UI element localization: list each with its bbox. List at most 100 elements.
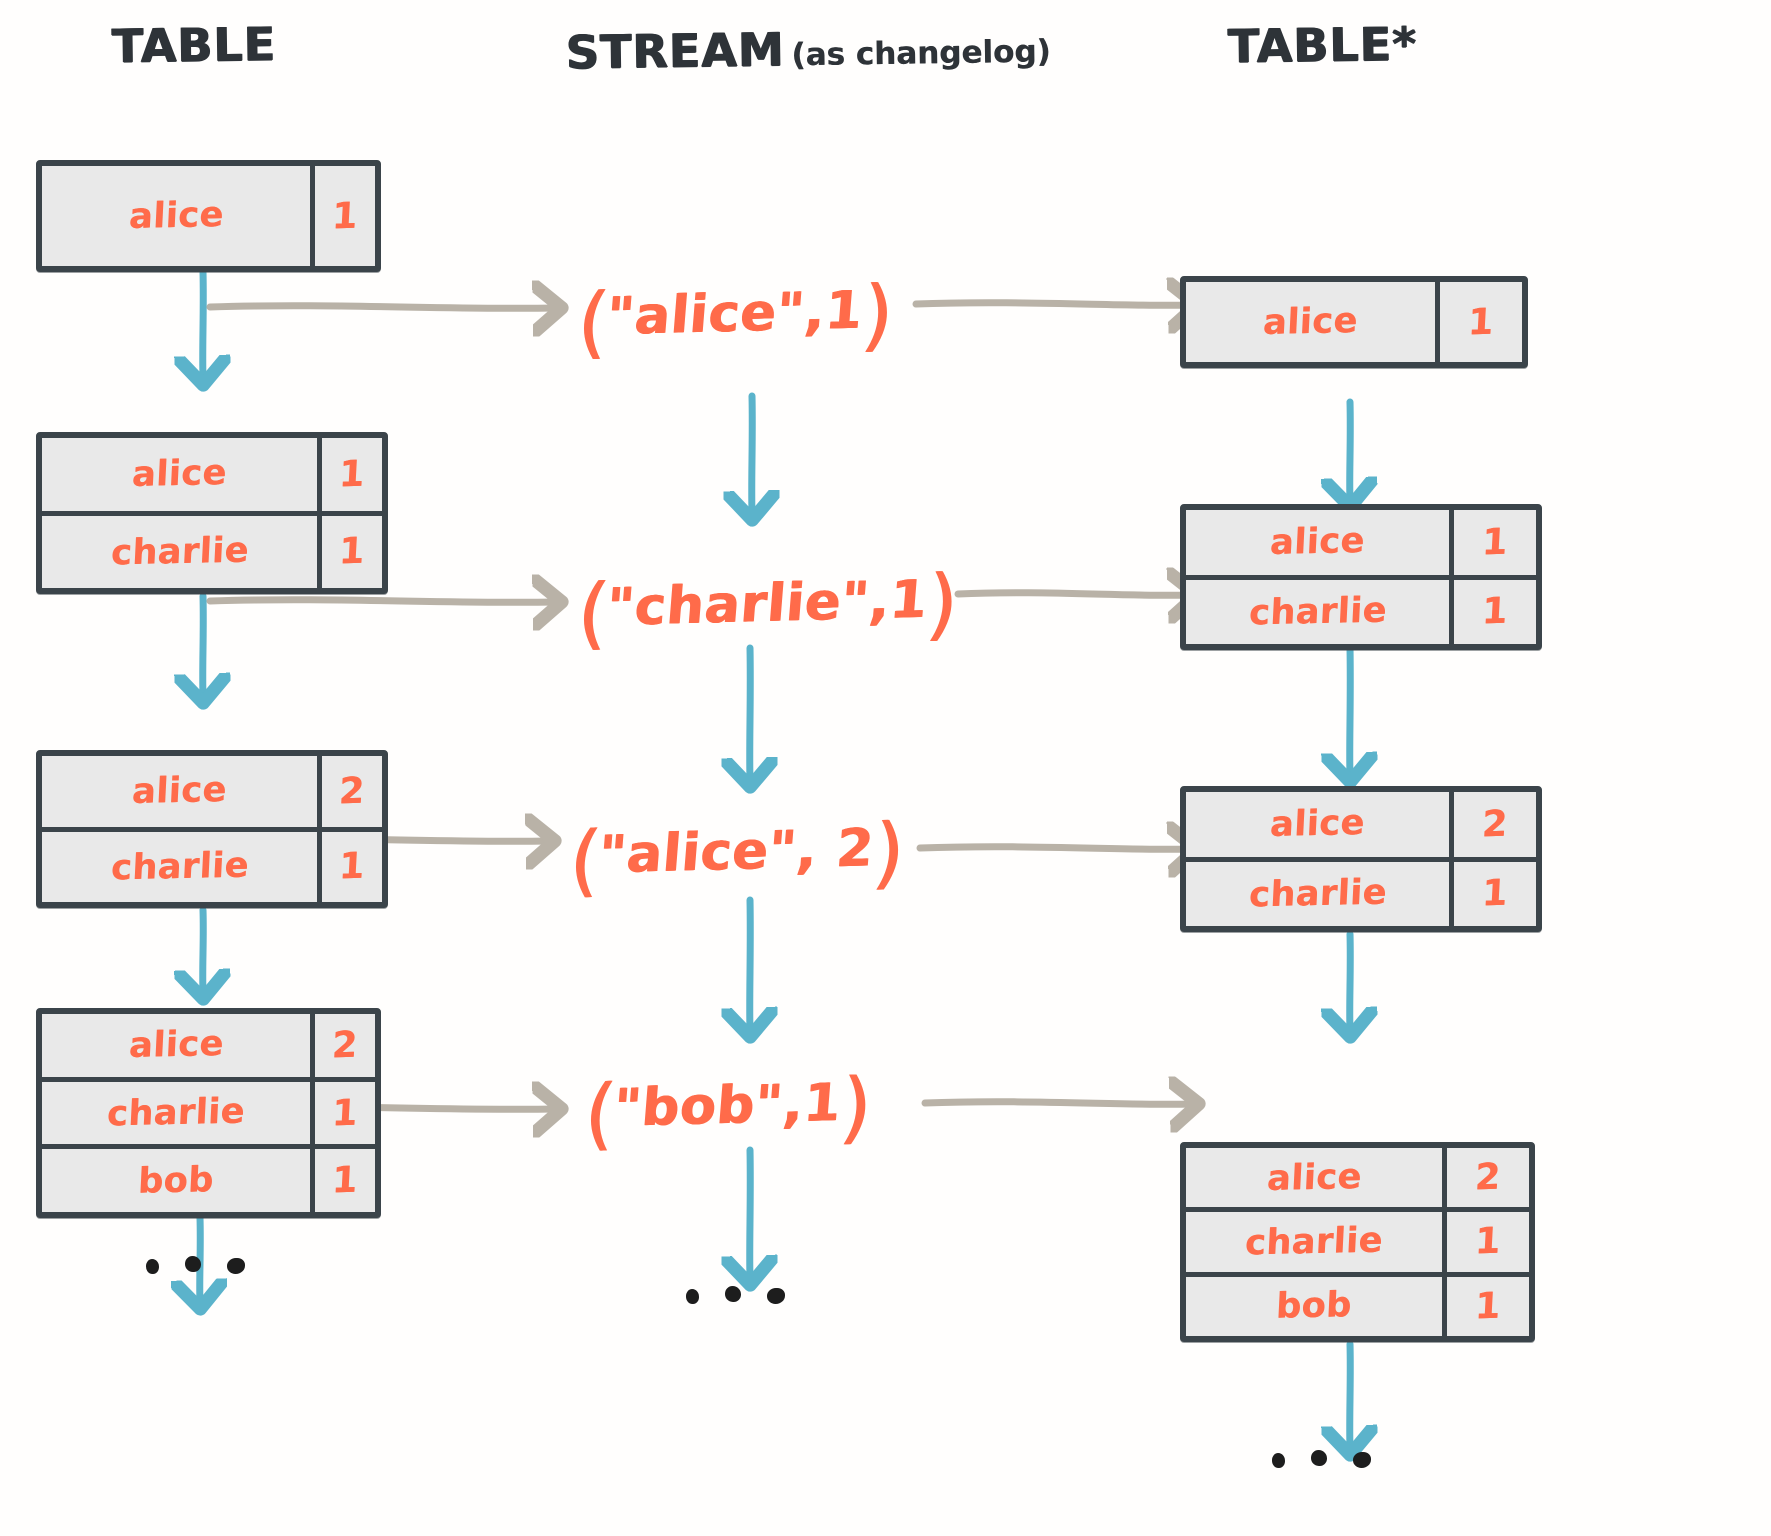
table-cell-value: 1 (1454, 510, 1536, 575)
record-separator: , (794, 819, 820, 881)
arrow-right-2 (1350, 644, 1351, 775)
table-row: alice 1 (1186, 510, 1536, 580)
table-cell-value: 2 (315, 1014, 375, 1077)
cell-text: 2 (1481, 803, 1509, 846)
table-cell-value: 1 (322, 516, 382, 589)
table-cell-value: 1 (1454, 862, 1536, 927)
record-key: "bob" (611, 1074, 786, 1140)
arrow-left-2 (203, 592, 204, 696)
cell-text: charlie (109, 530, 250, 574)
column-heading-stream: STREAM (as changelog) (566, 19, 1051, 79)
table-cell-key: bob (1186, 1276, 1447, 1336)
column-heading-table-text: TABLE (111, 16, 277, 74)
right-table-snapshot-1: alice 1 (1180, 276, 1528, 368)
cell-text: 1 (331, 195, 359, 237)
table-row: bob 1 (42, 1149, 375, 1213)
arrow-center-2 (750, 644, 751, 780)
table-cell-value: 1 (1440, 282, 1522, 362)
ellipsis-dot (1311, 1450, 1327, 1466)
cell-text: 1 (338, 845, 366, 888)
table-cell-key: charlie (42, 831, 322, 902)
table-cell-key: charlie (1186, 579, 1454, 644)
cell-text: 2 (331, 1024, 359, 1067)
center-column-ellipsis (686, 1286, 785, 1304)
arrow-left-1 (203, 268, 204, 378)
arrow-right-3 (1350, 930, 1351, 1030)
table-cell-value: 2 (1454, 792, 1536, 857)
table-cell-value: 2 (322, 756, 382, 827)
record-key: "alice" (604, 282, 808, 348)
ellipsis-dot (1272, 1453, 1285, 1468)
cell-text: 2 (338, 770, 366, 813)
cell-text: 1 (1474, 1220, 1502, 1263)
right-column-ellipsis (1272, 1450, 1371, 1468)
cell-text: alice (1265, 1156, 1363, 1199)
table-cell-value: 1 (1447, 1277, 1529, 1336)
cell-text: bob (137, 1159, 215, 1202)
arrow-center-3 (750, 896, 751, 1030)
cell-text: charlie (1244, 1220, 1384, 1264)
table-cell-key: charlie (42, 515, 322, 588)
gray-arrows-stream-to-table-star (912, 303, 1192, 1105)
cell-text: 1 (1481, 521, 1509, 564)
cell-text: alice (1269, 803, 1366, 846)
table-cell-key: alice (42, 756, 322, 827)
ellipsis-dot (686, 1289, 699, 1304)
table-cell-value: 1 (322, 832, 382, 903)
ellipsis-dot (146, 1259, 159, 1274)
left-table-snapshot-2: alice 1 charlie 1 (36, 432, 388, 594)
left-column-ellipsis (146, 1256, 245, 1274)
cell-text: alice (127, 194, 225, 238)
table-cell-value: 2 (1447, 1148, 1529, 1207)
stream-record-2: ("charlie",1) (575, 559, 959, 659)
cell-text: charlie (106, 1091, 246, 1135)
record-close-paren: ) (869, 807, 906, 899)
table-row: alice 1 (1186, 282, 1522, 362)
arrow-center-1 (752, 392, 753, 513)
table-row: alice 1 (42, 166, 375, 266)
table-cell-key: alice (1186, 282, 1440, 362)
record-open-paren: ( (581, 1068, 618, 1160)
cell-text: charlie (109, 845, 250, 889)
table-cell-value: 1 (1447, 1212, 1529, 1271)
stream-record-1: ("alice",1) (575, 270, 895, 368)
arrow-right-1 (1350, 398, 1351, 500)
record-key: "alice" (596, 820, 800, 886)
cell-text: 1 (1474, 1285, 1502, 1328)
column-heading-stream-subtext: (as changelog) (791, 33, 1051, 74)
table-cell-key: charlie (1186, 1212, 1447, 1272)
record-open-paren: ( (566, 815, 603, 907)
record-open-paren: ( (574, 277, 611, 369)
right-table-snapshot-2: alice 1 charlie 1 (1180, 504, 1542, 650)
arrow-gray-right-2 (954, 593, 1190, 596)
cell-text: 1 (1481, 590, 1509, 633)
table-cell-key: alice (42, 438, 322, 511)
table-row: alice 1 (42, 438, 382, 516)
column-heading-table-star-text: TABLE* (1227, 16, 1418, 74)
table-cell-value: 1 (322, 438, 382, 511)
cell-text: 1 (331, 1159, 359, 1202)
ellipsis-dot (725, 1286, 741, 1302)
arrow-gray-right-4 (921, 1102, 1192, 1105)
cell-text: charlie (1247, 872, 1388, 916)
stream-record-4: ("bob",1) (581, 1062, 872, 1160)
record-value: 1 (801, 1072, 844, 1135)
table-row: charlie 1 (1186, 579, 1536, 645)
arrow-center-4 (750, 1146, 751, 1278)
table-cell-key: bob (42, 1149, 315, 1213)
table-row: charlie 1 (1186, 1212, 1529, 1277)
ellipsis-dot (227, 1258, 245, 1274)
cell-text: alice (131, 770, 228, 813)
table-cell-value: 1 (1454, 580, 1536, 645)
ellipsis-dot (185, 1256, 201, 1272)
table-cell-key: alice (1186, 1148, 1447, 1208)
ellipsis-dot (767, 1288, 785, 1304)
cell-text: 1 (338, 530, 366, 573)
table-cell-key: alice (42, 166, 315, 266)
cell-text: alice (127, 1024, 225, 1067)
arrow-right-4 (1350, 1340, 1351, 1448)
record-close-paren: ) (858, 269, 895, 361)
right-table-snapshot-3: alice 2 charlie 1 (1180, 786, 1542, 932)
cell-text: alice (1262, 300, 1359, 344)
arrow-gray-right-1 (912, 303, 1190, 306)
